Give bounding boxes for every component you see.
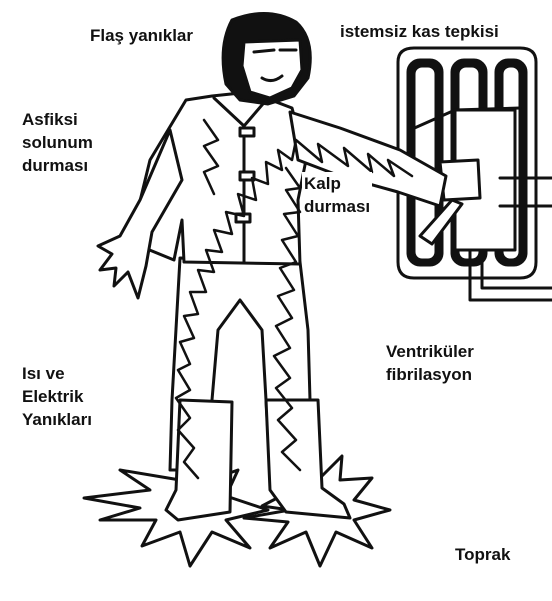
label-ventricular-fibrillation: Ventriküler fibrilasyon [386, 340, 474, 386]
label-flash-burns: Flaş yanıklar [90, 24, 193, 47]
person [98, 13, 446, 520]
label-ground: Toprak [455, 543, 510, 566]
label-heat-electric-burns: Isı ve Elektrik Yanıkları [22, 362, 92, 431]
label-asphyxia: Asfiksi solunum durması [22, 108, 93, 177]
label-involuntary-muscle: istemsiz kas tepkisi [340, 20, 499, 43]
label-cardiac-arrest: Kalp durması [302, 172, 372, 218]
